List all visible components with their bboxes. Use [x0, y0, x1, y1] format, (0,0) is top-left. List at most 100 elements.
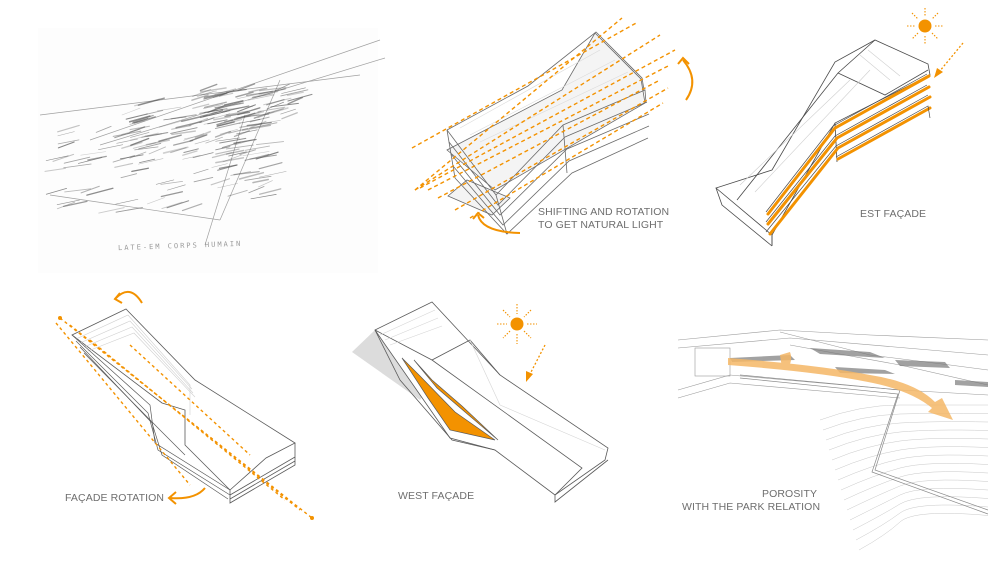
slab-edges — [446, 31, 650, 235]
hatch-stroke — [129, 126, 146, 133]
contour-line — [822, 413, 988, 431]
axis-endpoint — [310, 516, 314, 520]
west-facade-label: WEST FAÇADE — [398, 490, 475, 502]
axis-line — [55, 317, 313, 519]
contour-lines — [819, 404, 988, 551]
hatch-stroke — [86, 187, 114, 196]
hatch-stroke — [221, 141, 242, 149]
hatch-stroke — [203, 101, 227, 109]
hatch-stroke — [227, 189, 248, 197]
porosity-diagram — [677, 329, 988, 551]
hatch-stroke — [146, 132, 169, 138]
sun-ray-arrow-icon — [526, 344, 546, 382]
pencil-sketch-drawing — [38, 28, 386, 273]
hatch-stroke — [183, 133, 205, 141]
hatch-stroke — [250, 194, 277, 200]
hatch-stroke — [158, 134, 182, 142]
hatch-stroke — [233, 170, 260, 176]
hatch-stroke — [216, 121, 235, 127]
hatch-stroke — [235, 91, 254, 98]
hatch-stroke — [258, 162, 283, 170]
contour-line — [858, 513, 988, 551]
hatch-stroke — [207, 119, 228, 125]
hatch-stroke — [114, 162, 134, 168]
hatch-stroke — [251, 93, 273, 99]
hatch-stroke — [236, 92, 265, 100]
interior-lines — [459, 49, 629, 143]
hatch-stroke — [132, 142, 156, 149]
hatch-stroke — [162, 146, 189, 154]
hatch-stroke — [219, 137, 247, 144]
hatch-stroke — [253, 111, 271, 119]
hatch-stroke — [182, 150, 198, 156]
shifting-diagram — [411, 17, 694, 235]
hatch-stroke — [160, 191, 184, 198]
hatch-stroke — [281, 112, 298, 120]
facade-rotation-diagram — [55, 291, 314, 520]
hatch-stroke — [189, 134, 208, 142]
hatch-stroke — [258, 180, 273, 188]
hatch-stroke — [266, 108, 284, 114]
hatch-stroke — [215, 137, 240, 142]
hatch-stroke — [270, 102, 299, 108]
hatch-stroke — [244, 175, 272, 181]
hatch-stroke — [257, 106, 286, 113]
hatch-stroke — [87, 155, 107, 161]
hatch-stroke — [248, 122, 278, 129]
hatch-stroke — [239, 149, 257, 156]
rotated-facade-lines — [71, 334, 231, 500]
contour-line — [834, 446, 988, 471]
building-outline — [715, 39, 931, 236]
hatch-stroke — [131, 167, 149, 173]
sun-icon — [497, 304, 537, 344]
hatch-stroke — [191, 94, 209, 101]
park-edge — [739, 374, 988, 515]
hatch-stroke — [175, 120, 203, 129]
est-facade-panel: EST FAÇADE — [700, 8, 980, 250]
rotate-arrow-icon — [472, 211, 521, 234]
hatch-stroke — [166, 200, 190, 209]
hatch-stroke — [57, 139, 80, 145]
hatch-stroke — [199, 111, 218, 117]
shifting-panel: SHIFTING AND ROTATION TO GET NATURAL LIG… — [400, 17, 700, 250]
hatch-stroke — [155, 179, 175, 185]
hatch-stroke — [121, 107, 141, 116]
hatch-stroke — [247, 94, 275, 101]
hatch-stroke — [287, 96, 304, 105]
hatch-stroke — [215, 157, 245, 164]
shifting-label: SHIFTING AND ROTATION TO GET NATURAL LIG… — [538, 206, 669, 232]
contour-line — [831, 438, 988, 461]
building-edges — [715, 39, 929, 247]
hatch-stroke — [222, 154, 242, 163]
hatch-stroke — [196, 91, 214, 97]
hatch-stroke — [194, 139, 210, 145]
hatch-stroke — [203, 92, 227, 98]
sketch-panel: LATE-EM CORPS HUMAIN — [30, 20, 390, 280]
hatch-stroke — [57, 131, 75, 137]
hatch-stroke — [115, 198, 139, 205]
sun-icon — [907, 8, 943, 44]
hatch-stroke — [141, 133, 162, 138]
est-facade-label: EST FAÇADE — [860, 208, 927, 220]
hatch-stroke — [170, 147, 187, 154]
hatch-stroke — [219, 90, 235, 97]
strip-edges — [765, 73, 931, 233]
facade-strips — [401, 357, 499, 441]
hatch-stroke — [213, 115, 232, 121]
hatch-stroke — [238, 171, 265, 180]
rotate-arrow-icon — [677, 56, 694, 101]
hatch-stroke — [56, 199, 80, 206]
facade-strips — [766, 74, 932, 236]
hatch-stroke — [237, 83, 256, 91]
hatch-stroke — [138, 142, 162, 150]
hatch-stroke — [225, 144, 254, 150]
hatch-stroke — [244, 153, 270, 161]
hatch-stroke — [266, 99, 285, 106]
hatch-stroke — [181, 114, 208, 122]
hatch-stroke — [115, 207, 143, 213]
hatch-stroke — [57, 141, 75, 149]
hatch-stroke — [203, 120, 223, 125]
hatch-stroke — [192, 89, 211, 97]
sun-ray-arrow-icon — [934, 42, 964, 78]
hatch-stroke — [215, 148, 240, 155]
